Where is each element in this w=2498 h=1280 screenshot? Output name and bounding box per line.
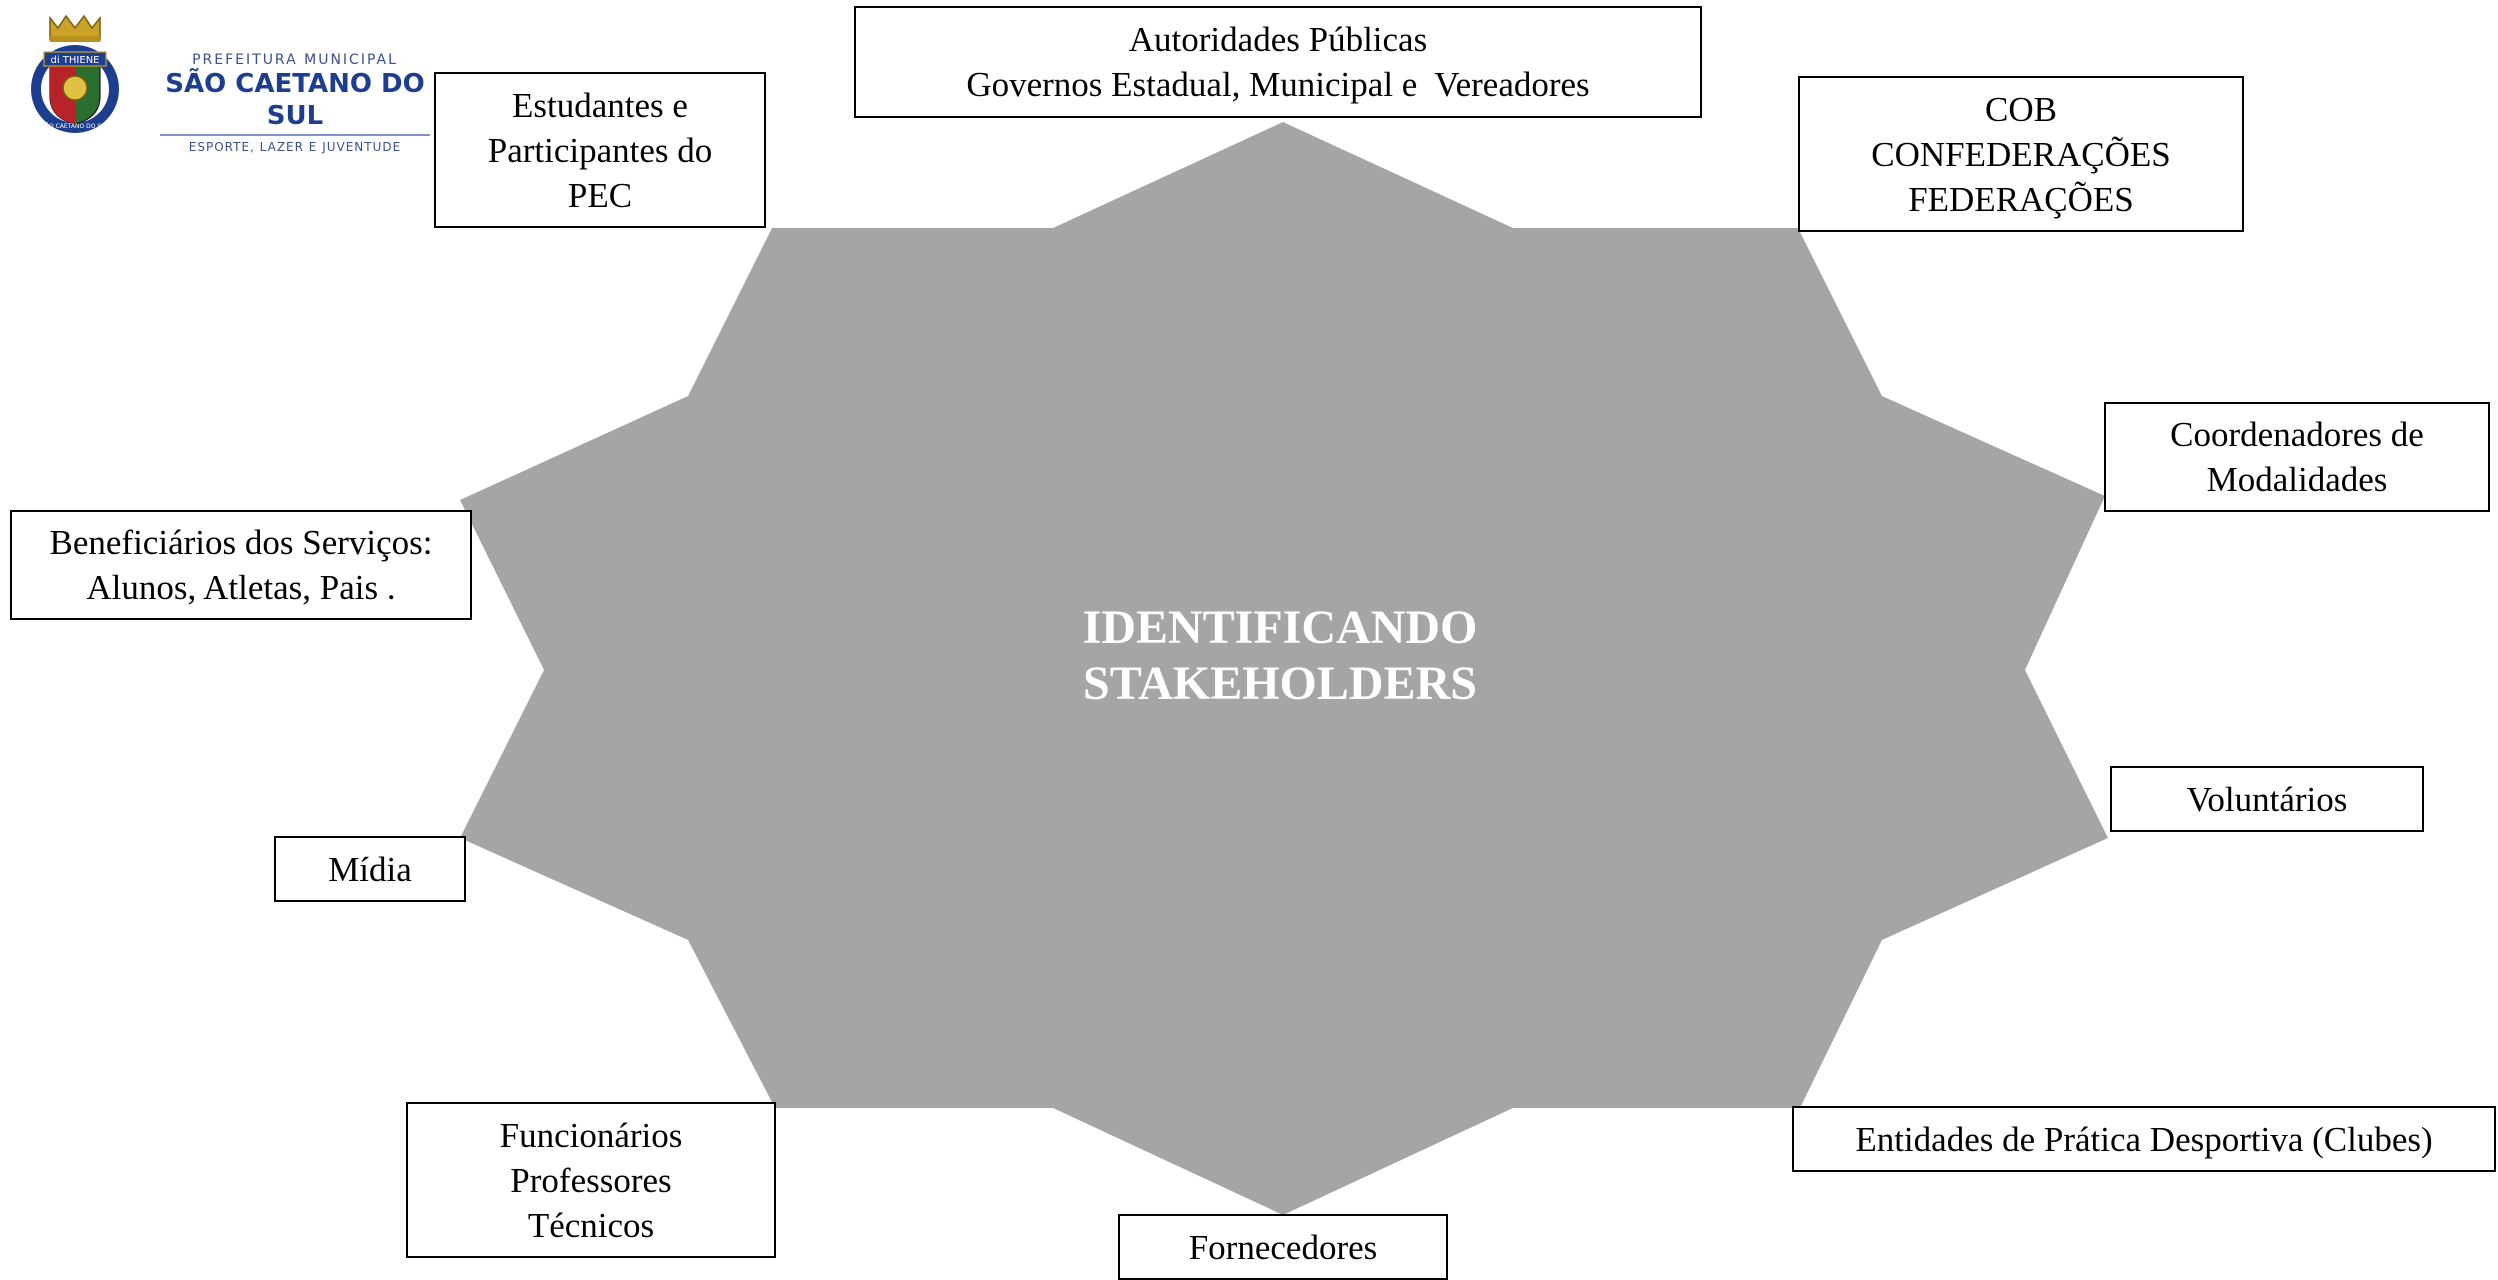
stakeholder-entidades: Entidades de Prática Desportiva (Clubes): [1792, 1106, 2496, 1172]
cob-line-2: CONFEDERAÇÕES: [1871, 134, 2171, 174]
stakeholder-fornecedores: Fornecedores: [1118, 1214, 1448, 1280]
fornecedores-line-1: Fornecedores: [1188, 1227, 1378, 1267]
stakeholder-estudantes: Estudantes e Participantes do PEC: [434, 72, 766, 228]
stakeholder-cob: COB CONFEDERAÇÕES FEDERAÇÕES: [1798, 76, 2244, 232]
stakeholder-funcionarios: Funcionários Professores Técnicos: [406, 1102, 776, 1258]
midia-line-1: Mídia: [328, 849, 412, 889]
logo-prefeitura: PREFEITURA MUNICIPAL: [192, 52, 398, 68]
stakeholder-beneficiarios: Beneficiários dos Serviços: Alunos, Atle…: [10, 510, 472, 620]
voluntarios-line-1: Voluntários: [2186, 779, 2348, 819]
funcionarios-line-1: Funcionários: [499, 1115, 683, 1155]
center-title-line-1: IDENTIFICANDO: [1082, 601, 1478, 654]
star-polygon: [460, 122, 2108, 1215]
prefeitura-logo: di THIENE SÃO CAETANO DO SUL PREFEITURA …: [20, 14, 430, 154]
coordenadores-line-2: Modalidades: [2206, 460, 2388, 499]
logo-divider: [160, 134, 430, 136]
estudantes-line-3: PEC: [567, 175, 633, 215]
stakeholder-coordenadores: Coordenadores de Modalidades: [2104, 402, 2490, 512]
estudantes-line-2: Participantes do: [487, 130, 713, 170]
cob-line-1: COB: [1985, 89, 2057, 129]
city-crest-icon: di THIENE SÃO CAETANO DO SUL: [31, 14, 119, 133]
center-title: IDENTIFICANDO STAKEHOLDERS: [980, 600, 1580, 712]
crest-ring-text: SÃO CAETANO DO SUL: [41, 123, 110, 130]
funcionarios-line-2: Professores: [510, 1160, 672, 1200]
funcionarios-line-3: Técnicos: [527, 1205, 655, 1245]
stakeholder-voluntarios: Voluntários: [2110, 766, 2424, 832]
coordenadores-line-1: Coordenadores de: [2170, 415, 2424, 454]
estudantes-line-1: Estudantes e: [512, 85, 688, 125]
beneficiarios-line-1: Beneficiários dos Serviços:: [49, 523, 433, 562]
stakeholder-midia: Mídia: [274, 836, 466, 902]
entidades-line-1: Entidades de Prática Desportiva (Clubes): [1855, 1119, 2433, 1159]
cob-line-3: FEDERAÇÕES: [1908, 179, 2134, 219]
center-title-line-2: STAKEHOLDERS: [1083, 657, 1477, 710]
beneficiarios-line-2: Alunos, Atletas, Pais .: [86, 568, 396, 607]
autoridades-line-2: Governos Estadual, Municipal e Vereadore…: [966, 65, 1590, 104]
autoridades-line-1: Autoridades Públicas: [1128, 20, 1428, 59]
crest-banner-text: di THIENE: [51, 55, 100, 66]
logo-text: PREFEITURA MUNICIPAL SÃO CAETANO DO SUL …: [160, 52, 430, 154]
stakeholder-autoridades: Autoridades Públicas Governos Estadual, …: [854, 6, 1702, 118]
logo-city: SÃO CAETANO DO SUL: [165, 69, 425, 131]
logo-department: ESPORTE, LAZER E JUVENTUDE: [188, 140, 402, 154]
